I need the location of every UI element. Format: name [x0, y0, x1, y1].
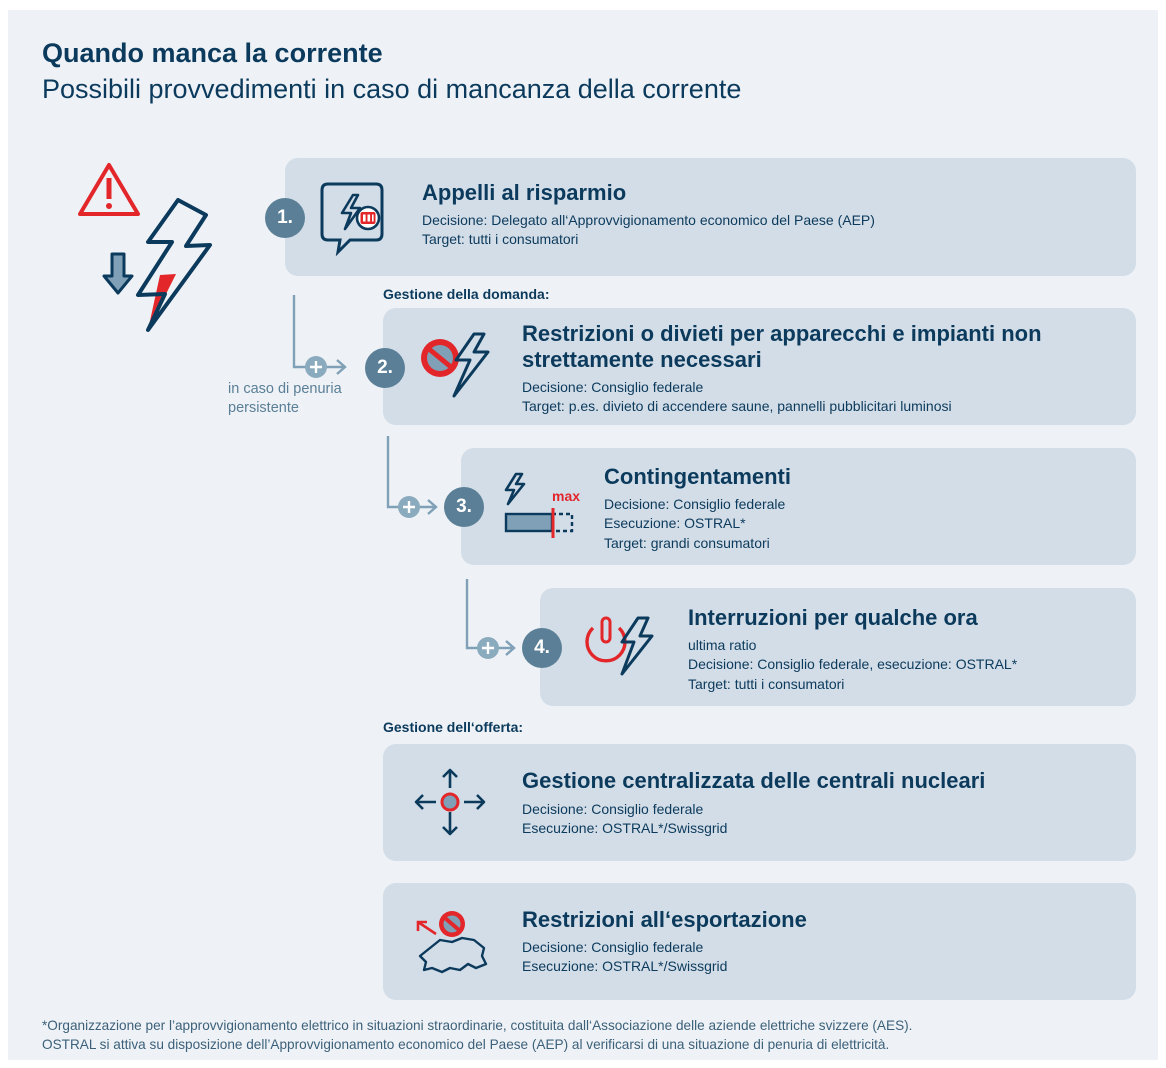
supply-title-1: Gestione centralizzata delle centrali nu… [522, 768, 986, 793]
supply-card-1 [383, 744, 1136, 861]
step-badge-2: 2. [365, 348, 405, 388]
supply-execution-1: Esecuzione: OSTRAL*/Swissgrid [522, 820, 728, 836]
measure-title-1: Appelli al risparmio [422, 180, 627, 205]
power-lightning-icon [585, 616, 654, 676]
svg-text:max: max [552, 488, 580, 504]
footnote-line-1: *Organizzazione per l’approvvigionamento… [42, 1018, 913, 1033]
supply-execution-2: Esecuzione: OSTRAL*/Swissgrid [522, 958, 728, 974]
measure-title-4: Interruzioni per qualche ora [688, 605, 978, 630]
page-subtitle: Possibili provvedimenti in caso di manca… [42, 74, 742, 104]
measure-card-3 [461, 448, 1136, 565]
move-arrows-icon [414, 768, 486, 836]
capacity-max-icon: max [504, 472, 580, 538]
measure-decision-3: Decisione: Consiglio federale [604, 496, 786, 512]
measure-title-2-line1: Restrizioni o divieti per apparecchi e i… [522, 321, 1042, 346]
switzerland-export-icon [416, 911, 488, 974]
measure-title-2-line2: strettamente necessari [522, 347, 762, 372]
page-title: Quando manca la corrente [42, 38, 383, 68]
chat-bubble-lightning-icon [320, 182, 384, 257]
supply-card-2 [383, 883, 1136, 1000]
measure-target-4: Target: tutti i consumatori [688, 676, 845, 692]
measure-target-3: Target: grandi consumatori [604, 535, 770, 551]
measure-card-2 [383, 308, 1136, 425]
supply-title-2: Restrizioni all‘esportazione [522, 907, 807, 932]
demand-management-label: Gestione della domanda: [383, 286, 550, 302]
measure-target-1: Target: tutti i consumatori [422, 231, 579, 247]
persistent-shortage-note: in caso di penuria persistente [228, 381, 342, 416]
supply-management-label: Gestione dell‘offerta: [383, 719, 524, 735]
supply-decision-2: Decisione: Consiglio federale [522, 939, 704, 955]
footnote-line-2: OSTRAL si attiva su disposizione dell’Ap… [42, 1037, 890, 1052]
measure-card-1 [285, 158, 1136, 276]
measure-note-4: ultima ratio [688, 637, 757, 653]
measure-title-3: Contingentamenti [604, 464, 791, 489]
measure-decision-4: Decisione: Consiglio federale, esecuzion… [688, 656, 1018, 672]
measure-execution-3: Esecuzione: OSTRAL* [604, 515, 746, 531]
step-badge-1: 1. [265, 198, 305, 238]
warning-lightning-icon [78, 163, 212, 332]
step-badge-3: 3. [444, 487, 484, 527]
measure-card-4 [540, 588, 1136, 706]
measure-decision-2: Decisione: Consiglio federale [522, 379, 704, 395]
measure-target-2: Target: p.es. divieto di accendere saune… [522, 398, 952, 414]
step-badge-4: 4. [522, 628, 562, 668]
supply-decision-1: Decisione: Consiglio federale [522, 801, 704, 817]
prohibited-lightning-icon [421, 332, 490, 398]
measure-decision-1: Decisione: Delegato all‘Approvvigionamen… [422, 212, 875, 228]
